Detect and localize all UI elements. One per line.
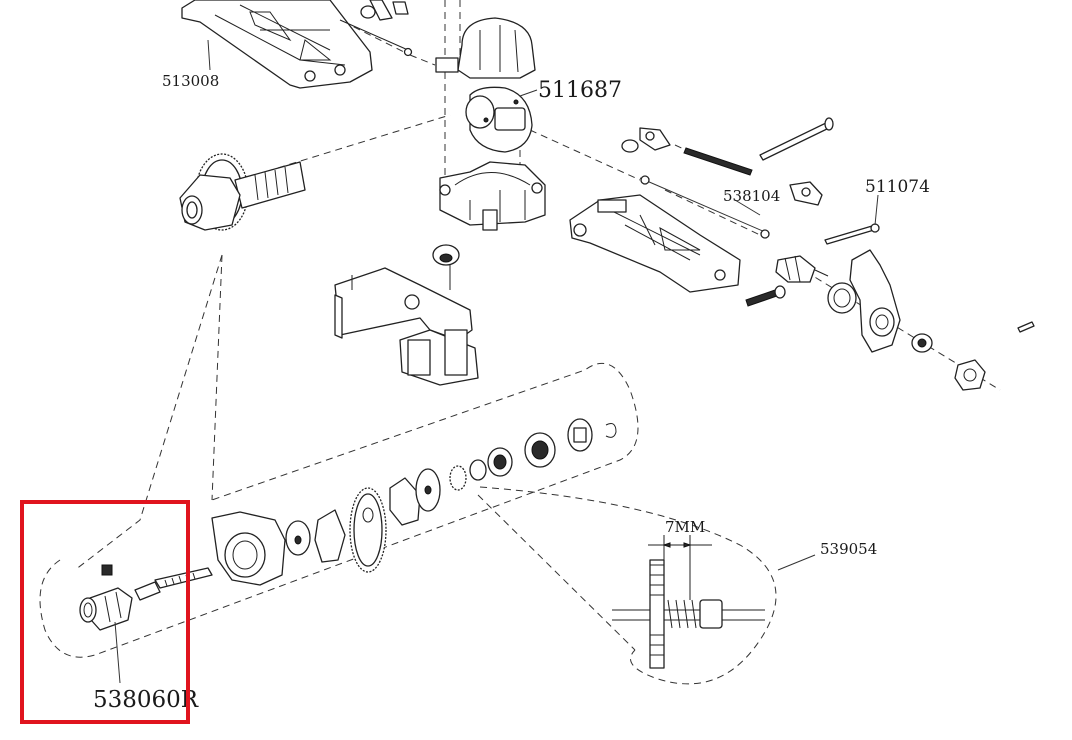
dimension-label-7mm: 7MM bbox=[665, 518, 705, 536]
suspension-arm-lower bbox=[569, 194, 741, 293]
knuckle-hub-carrier bbox=[827, 249, 1035, 391]
detail-callout-gear-spacing: 7MM bbox=[612, 518, 765, 669]
drive-cup-hub bbox=[745, 255, 829, 307]
part-label-538060R: 538060R bbox=[93, 687, 199, 713]
highlight-box bbox=[20, 500, 190, 724]
rod-end-parts bbox=[621, 127, 823, 206]
gearbox-lower-housing bbox=[439, 161, 546, 231]
spur-gear-assembly bbox=[179, 153, 306, 231]
suspension-arm-upper bbox=[181, 0, 413, 89]
gearbox-upper-housing bbox=[435, 17, 536, 79]
turnbuckle-rod bbox=[639, 117, 834, 239]
part-label-513008: 513008 bbox=[162, 72, 219, 90]
part-label-511687: 511687 bbox=[538, 78, 622, 103]
part-label-539054: 539054 bbox=[820, 540, 877, 558]
outdrive-cup-and-shaft bbox=[79, 564, 213, 631]
leader-lines bbox=[114, 39, 879, 684]
hinge-pin bbox=[824, 223, 880, 245]
differential-unit bbox=[465, 86, 533, 153]
slipper-clutch-row bbox=[211, 418, 617, 586]
part-label-511074: 511074 bbox=[865, 177, 930, 197]
gearbox-bracket bbox=[334, 244, 479, 386]
part-label-538104: 538104 bbox=[723, 187, 780, 205]
